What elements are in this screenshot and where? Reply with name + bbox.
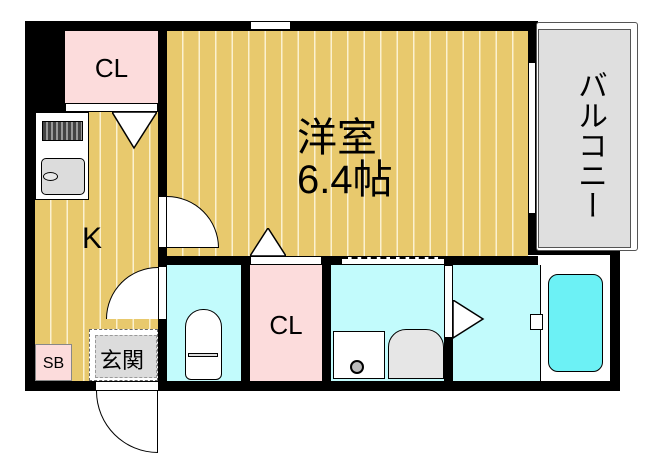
closet-mid-label: CL [269,310,303,340]
closet-door-arrow-icon [112,112,157,150]
outer-wall-left [25,21,65,113]
toilet-icon [185,309,222,380]
balcony-label: バルコニー [573,70,606,220]
closet-mid-arrow-icon [250,228,286,256]
entrance-door[interactable] [96,391,158,453]
toilet-wall-right [241,256,250,381]
outer-wall-right [610,248,620,391]
entrance: 玄関 [89,329,158,381]
kitchen-door-frame [158,266,167,320]
closet-mid-wall-right [322,256,331,381]
closet-mid-door[interactable] [250,256,322,265]
window-top [250,21,291,30]
western-room-name: 洋室 [297,116,377,160]
faucet-icon [530,314,543,330]
balcony: バルコニー [538,29,631,248]
interior-wall-kitchen [158,31,167,196]
kitchen-label: K [82,222,103,255]
closet-top-label: CL [94,53,129,83]
entrance-label: 玄関 [100,348,145,373]
door-frame-western [158,196,167,248]
outer-wall-left-lower [25,113,35,391]
washbasin-icon [388,329,444,379]
western-room-size: 6.4帖 [297,158,393,202]
closet-mid: CL [250,265,322,381]
closet-top: CL [65,31,158,103]
entrance-door-gap [96,381,158,391]
bathroom-door-arrow-icon [453,300,485,339]
closet-top-door[interactable] [65,103,158,112]
outer-wall-bottom-right [150,381,620,391]
shoe-box: SB [35,344,72,381]
washroom-sliding-door[interactable] [342,257,444,264]
bathtub-icon [548,274,603,372]
sink-icon [41,158,85,195]
bathroom-door-frame [444,265,453,338]
washing-machine-icon [333,331,385,379]
balcony-window[interactable] [528,62,536,214]
stove-icon [42,121,83,141]
shoe-box-label: SB [42,355,65,372]
western-room: 洋室 6.4帖 [167,31,528,256]
